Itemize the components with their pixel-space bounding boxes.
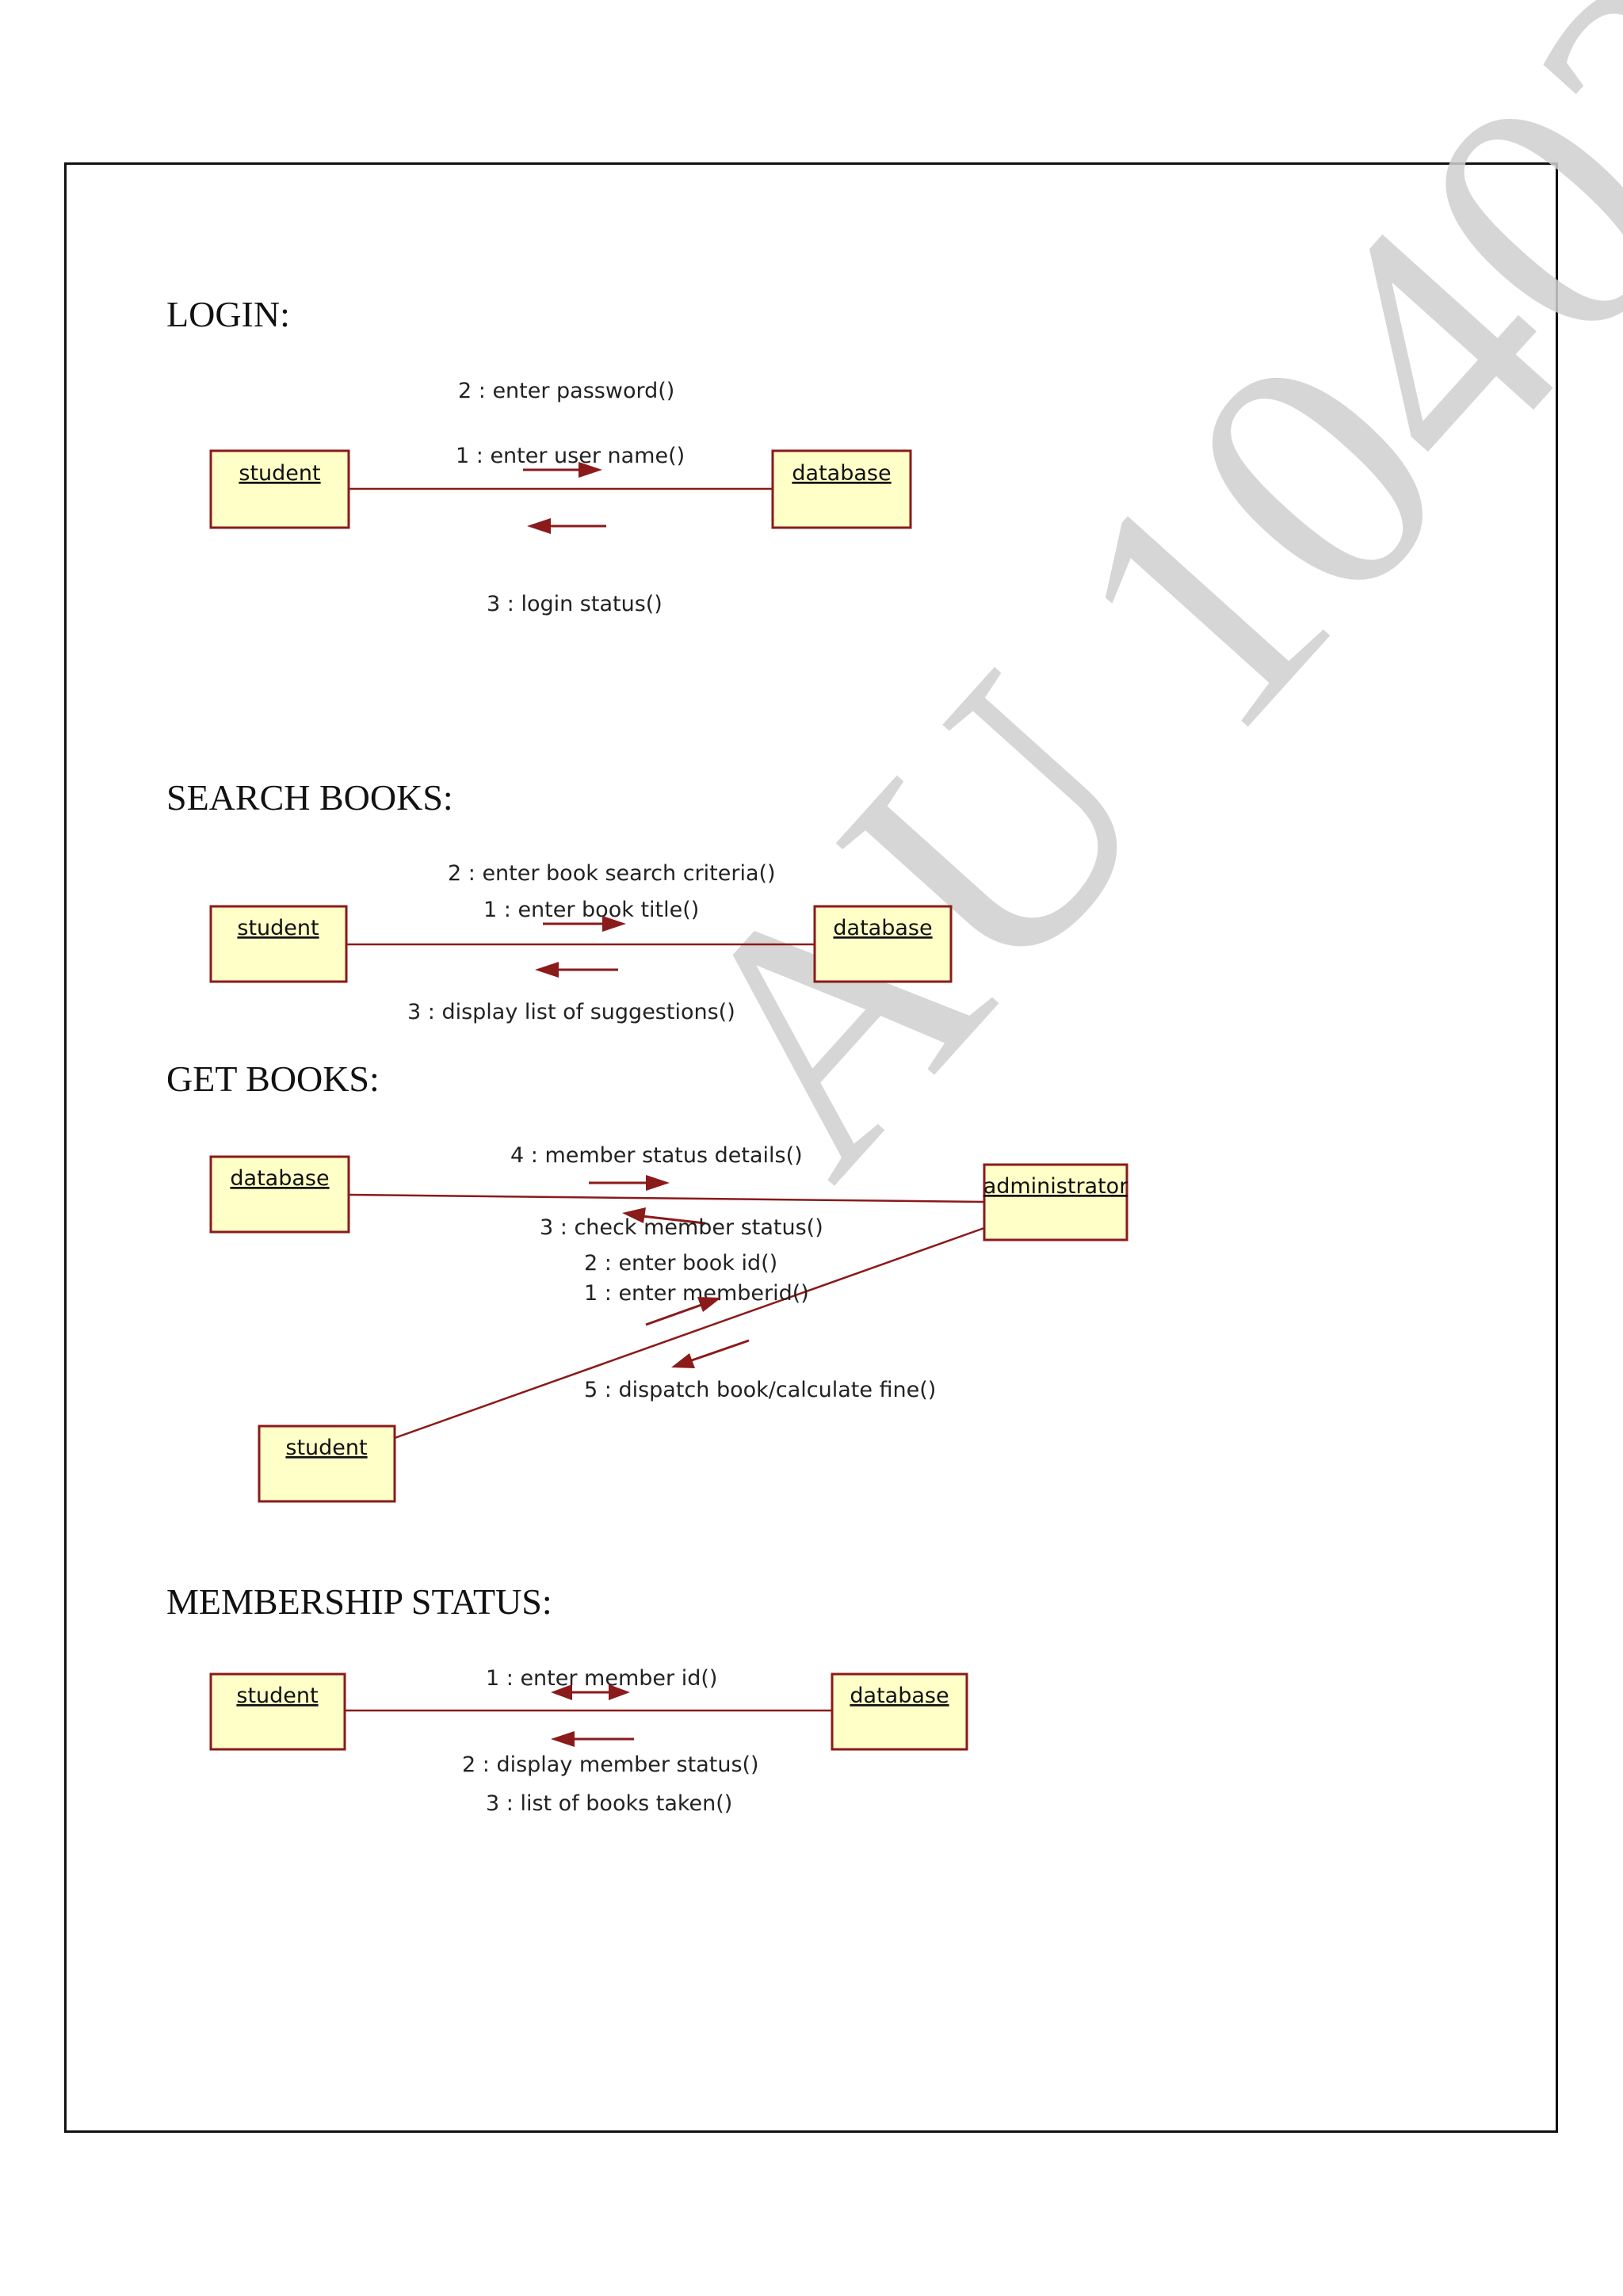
membership-status-diagram: student database 1 : enter member id() 2… <box>209 1666 968 1816</box>
login-student-label: student <box>239 461 320 486</box>
get-arrowhead-1 <box>697 1297 721 1312</box>
search-books-heading: SEARCH BOOKS: <box>166 777 453 818</box>
get-books-diagram: database administrator student 4 : membe… <box>209 1143 1129 1503</box>
search-arrowhead-right <box>602 916 626 932</box>
membership-msg-1: 1 : enter member id() <box>486 1666 717 1691</box>
get-msg-3: 3 : check member status() <box>540 1215 823 1240</box>
login-heading: LOGIN: <box>166 294 290 334</box>
page-border <box>64 162 1558 2133</box>
get-administrator-object <box>983 1163 1128 1241</box>
get-msg-2: 2 : enter book id() <box>584 1251 777 1276</box>
login-arrowhead-left <box>527 518 551 534</box>
watermark: AU 104029 <box>601 0 1623 1239</box>
login-database-label: database <box>792 461 891 486</box>
get-link-database-administrator <box>348 1193 985 1203</box>
membership-msg-3: 3 : list of books taken() <box>486 1791 732 1816</box>
search-msg-1: 1 : enter book title() <box>483 898 699 922</box>
search-database-object <box>813 905 953 983</box>
login-student-object <box>209 449 350 529</box>
get-database-label: database <box>230 1166 329 1191</box>
membership-arrowhead-2 <box>551 1731 575 1747</box>
search-books-diagram: student database 2 : enter book search c… <box>209 861 953 1024</box>
get-database-object <box>209 1155 350 1234</box>
membership-arrowhead-1-left <box>551 1684 572 1700</box>
login-msg-2: 2 : enter password() <box>458 379 674 403</box>
watermark-text: AU 104029 <box>601 0 1623 1239</box>
search-student-object <box>209 905 348 983</box>
login-msg-1: 1 : enter user name() <box>456 444 685 468</box>
get-msg-4: 4 : member status details() <box>510 1143 803 1168</box>
membership-arrowhead-1-right <box>609 1684 630 1700</box>
get-administrator-label: administrator <box>983 1174 1129 1199</box>
search-database-label: database <box>833 916 932 940</box>
get-student-label: student <box>285 1436 367 1460</box>
membership-database-object <box>831 1672 968 1751</box>
get-arrowhead-5 <box>671 1353 695 1368</box>
login-database-object <box>771 449 912 529</box>
login-msg-3: 3 : login status() <box>487 592 663 616</box>
membership-student-object <box>209 1672 346 1751</box>
search-arrowhead-left <box>535 962 559 978</box>
get-arrow-1 <box>645 1303 702 1326</box>
membership-status-heading: MEMBERSHIP STATUS: <box>166 1581 552 1622</box>
get-arrowhead-4 <box>646 1175 670 1191</box>
membership-student-label: student <box>236 1684 318 1708</box>
get-msg-5: 5 : dispatch book/calculate fine() <box>584 1378 936 1402</box>
get-arrow-5 <box>689 1339 750 1363</box>
membership-msg-2: 2 : display member status() <box>462 1753 759 1777</box>
search-msg-3: 3 : display list of suggestions() <box>407 1000 735 1024</box>
get-student-object <box>258 1425 396 1503</box>
membership-database-label: database <box>850 1684 949 1708</box>
get-books-heading: GET BOOKS: <box>166 1058 380 1099</box>
get-link-student-administrator <box>394 1226 985 1440</box>
search-student-label: student <box>237 916 319 940</box>
get-msg-1: 1 : enter memberid() <box>584 1281 809 1306</box>
get-arrowhead-3 <box>622 1207 646 1223</box>
search-msg-2: 2 : enter book search criteria() <box>448 861 776 886</box>
login-diagram: student database 2 : enter password() 1 … <box>209 379 912 616</box>
get-arrow-3 <box>641 1215 706 1225</box>
login-arrowhead-right <box>579 462 602 478</box>
